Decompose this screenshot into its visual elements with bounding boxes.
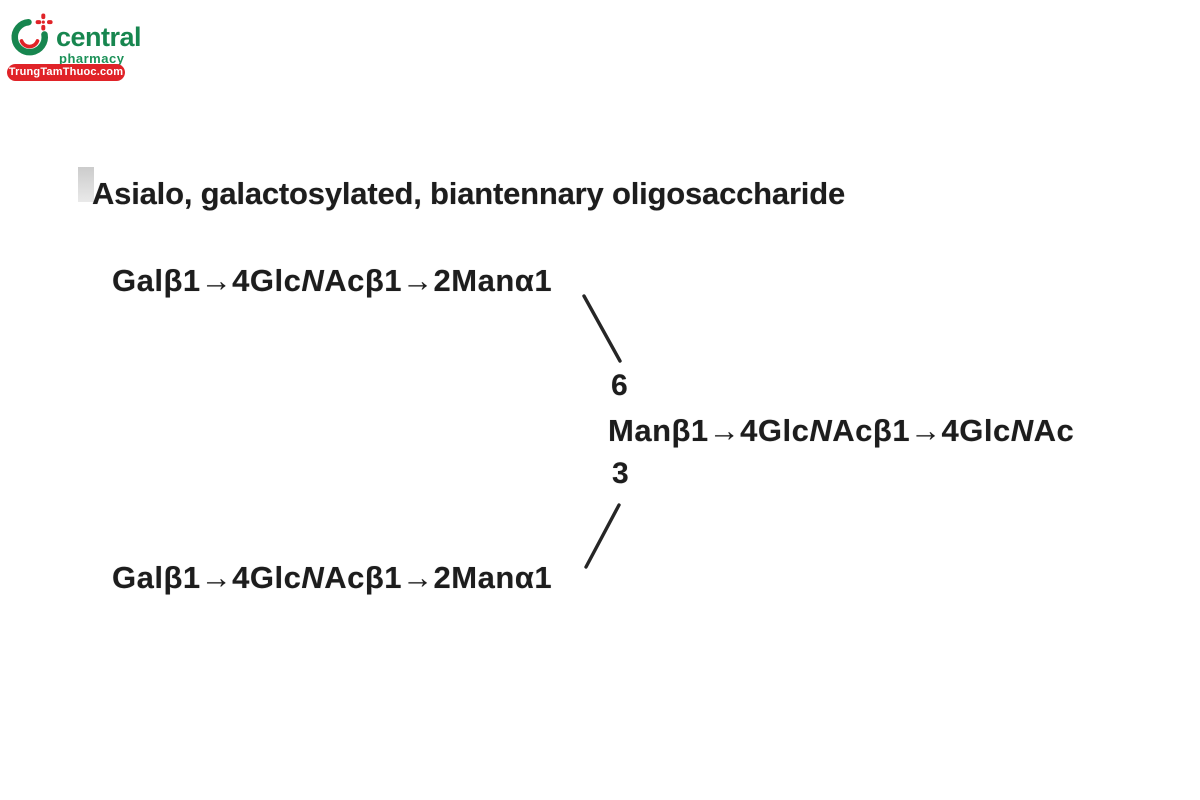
- plus-icon: [35, 13, 53, 31]
- linkage-3-label: 3: [612, 457, 629, 490]
- logo-brand-text: central: [56, 22, 142, 52]
- linkage-6-label: 6: [611, 369, 628, 402]
- top-branch-text: Galβ1→4GlcNAcβ1→2Manα1: [112, 263, 553, 298]
- bond-line-bottom-to-3: [584, 503, 621, 569]
- figure-title: Asialo, galactosylated, biantennary olig…: [92, 176, 845, 211]
- core-chain-text: Manβ1→4GlcNAcβ1→4GlcNAc: [608, 413, 1075, 448]
- central-pharmacy-logo: central pharmacy TrungTamThuoc.com: [6, 10, 142, 84]
- logo-subtitle-text: pharmacy: [59, 51, 125, 66]
- logo-c-ring: [11, 18, 48, 56]
- bottom-branch-text: Galβ1→4GlcNAcβ1→2Manα1: [112, 560, 553, 595]
- pharmacy-logo-icon: [11, 13, 53, 56]
- logo-inner-arc: [19, 39, 40, 49]
- logo-banner-pill: TrungTamThuoc.com: [7, 64, 125, 81]
- bond-line-top-to-6: [582, 294, 622, 363]
- scan-artifact: [78, 167, 94, 202]
